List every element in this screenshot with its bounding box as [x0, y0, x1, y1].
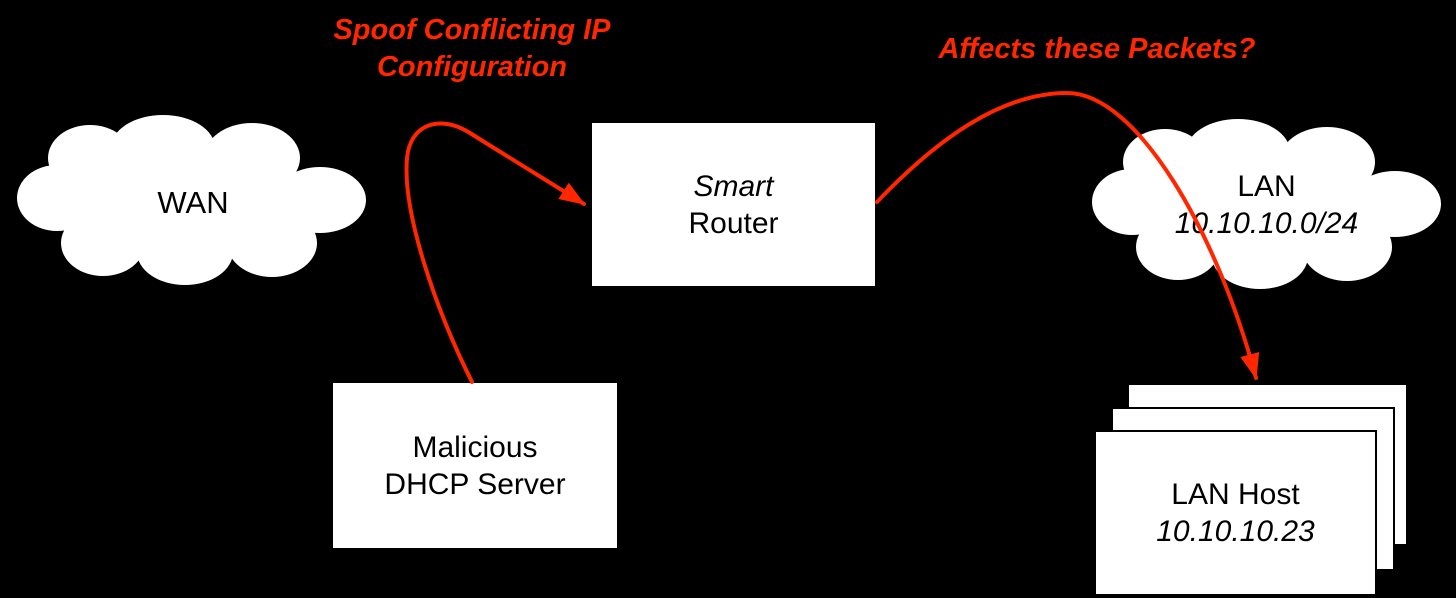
dhcp-label-line1: Malicious: [412, 430, 538, 464]
affects-annotation: Affects these Packets?: [897, 31, 1297, 68]
wan-label: WAN: [157, 184, 229, 220]
lan-cloud-node: LAN 10.10.10.0/24: [1093, 120, 1440, 290]
lan-label-line1: LAN: [1237, 170, 1296, 203]
spoof-annotation: Spoof Conflicting IP Configuration: [272, 12, 672, 86]
affects-annotation-text: Affects these Packets?: [938, 33, 1256, 65]
dhcp-label-line2: DHCP Server: [384, 467, 566, 501]
smart-router-node: Smart Router: [592, 123, 875, 286]
malicious-dhcp-server-node: Malicious DHCP Server: [333, 383, 617, 548]
wan-cloud-node: WAN: [18, 118, 368, 287]
lan-host-ip: 10.10.10.23: [1156, 515, 1315, 548]
lan-label-subnet: 10.10.10.0/24: [1174, 207, 1359, 240]
spoof-annotation-line1: Spoof Conflicting IP: [333, 14, 611, 46]
lan-host-node: LAN Host 10.10.10.23: [1094, 430, 1377, 596]
lan-host-label-line1: LAN Host: [1171, 478, 1300, 511]
router-label-line2: Router: [688, 206, 779, 240]
router-label-line1: Smart: [693, 169, 774, 203]
spoof-arrow: [404, 121, 586, 384]
spoof-annotation-line2: Configuration: [376, 51, 568, 83]
